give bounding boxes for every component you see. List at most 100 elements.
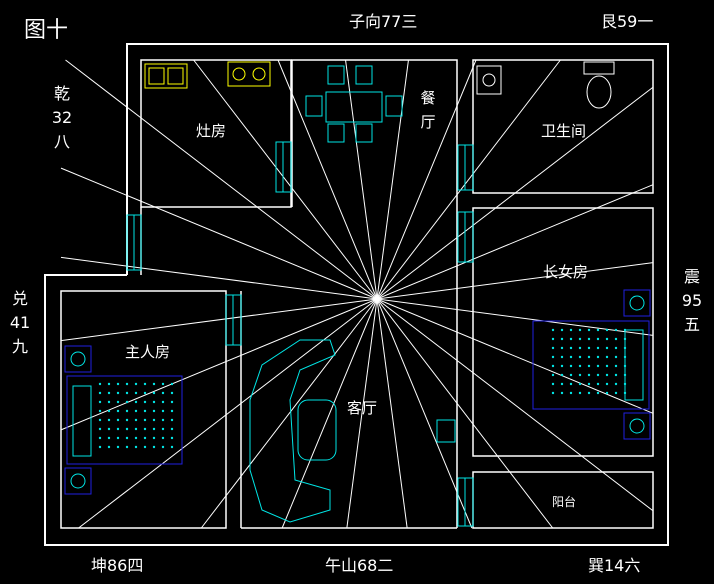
bed-dot — [578, 364, 582, 368]
bed-dot — [161, 400, 165, 404]
bed-dot — [152, 382, 156, 386]
bed-dot — [605, 328, 609, 332]
sunburst-ray — [78, 298, 378, 529]
kitchen-fixtures — [144, 61, 271, 89]
bed-dot — [125, 427, 129, 431]
bed-dot — [551, 373, 555, 377]
degree: 95 — [681, 291, 703, 310]
master-room — [60, 290, 227, 529]
dining-char: 餐 — [420, 89, 436, 107]
bed-dot — [116, 427, 120, 431]
bed-dot — [587, 373, 591, 377]
bed-dot — [605, 355, 609, 359]
sunburst-ray — [60, 167, 378, 300]
bed-dot — [143, 427, 147, 431]
bed-dot — [551, 337, 555, 341]
number: 九 — [11, 337, 28, 356]
bed-dot — [614, 391, 618, 395]
sunburst-ray — [376, 298, 654, 512]
bed-dot — [587, 355, 591, 359]
bed-dot — [161, 409, 165, 413]
bed-dot — [143, 418, 147, 422]
bed-dot — [623, 346, 627, 350]
bed-dot — [143, 391, 147, 395]
bed-dot — [134, 391, 138, 395]
bed-dot — [560, 355, 564, 359]
bed-dot — [596, 373, 600, 377]
bed-dot — [143, 409, 147, 413]
bed-dot — [623, 382, 627, 386]
bed-dot — [569, 391, 573, 395]
bed-dot — [170, 418, 174, 422]
bed-dot — [116, 436, 120, 440]
bed-dot — [161, 382, 165, 386]
dining-char: 厅 — [420, 113, 436, 131]
bed-dot — [107, 409, 111, 413]
bed-dot — [125, 436, 129, 440]
bed-dot — [170, 409, 174, 413]
bed-dot — [134, 400, 138, 404]
sunburst-ray — [376, 262, 654, 300]
sunburst-ray — [65, 59, 378, 300]
bed-dot — [125, 382, 129, 386]
bed-dot — [161, 418, 165, 422]
beds — [66, 320, 650, 465]
bed-dot — [98, 427, 102, 431]
bed-dot — [161, 445, 165, 449]
sunburst-ray — [60, 256, 378, 300]
sunburst-ray — [60, 298, 378, 342]
bed-dot — [152, 400, 156, 404]
bed-dot — [623, 391, 627, 395]
sunburst-ray — [376, 298, 554, 529]
nightstands — [64, 289, 651, 495]
bed-dot — [551, 364, 555, 368]
figure-title: 图十 — [24, 18, 69, 43]
bathroom-room — [472, 59, 654, 194]
bed-dot — [116, 400, 120, 404]
bed-dot — [560, 373, 564, 377]
sunburst-ray — [376, 59, 561, 300]
bed-dot — [623, 328, 627, 332]
bed-dot — [551, 382, 555, 386]
bed-dot — [116, 391, 120, 395]
bed-dot — [161, 427, 165, 431]
bed-dot — [107, 427, 111, 431]
bed-dot — [614, 364, 618, 368]
bed-dot — [587, 364, 591, 368]
bed-dot — [578, 391, 582, 395]
bed-dot — [98, 409, 102, 413]
room-label-living: 客厅 — [347, 399, 378, 417]
bed-dot — [98, 445, 102, 449]
bed-dot — [116, 418, 120, 422]
sunburst-ray — [376, 298, 408, 529]
sunburst-ray — [60, 298, 378, 431]
bed-pattern — [98, 328, 627, 449]
sunburst-rays — [60, 59, 654, 529]
bed-dot — [170, 391, 174, 395]
bed-dot — [170, 436, 174, 440]
bed-dot — [623, 337, 627, 341]
bed-dot — [134, 436, 138, 440]
bed-dot — [569, 346, 573, 350]
room-label-kitchen: 灶房 — [196, 122, 227, 140]
lamps — [70, 295, 645, 489]
sunburst-ray — [346, 298, 378, 529]
bed-dot — [551, 355, 555, 359]
bed-dot — [596, 391, 600, 395]
bed-dot — [596, 337, 600, 341]
direction-bottom-left: 坤86四 — [91, 556, 144, 575]
bed-dot — [614, 382, 618, 386]
bed-dot — [605, 346, 609, 350]
bed-dot — [152, 418, 156, 422]
sunburst-ray — [376, 298, 473, 529]
bed-dot — [170, 427, 174, 431]
trigram: 乾 — [53, 84, 70, 103]
bed-dot — [98, 436, 102, 440]
sofa — [249, 339, 337, 523]
bed-dot — [107, 436, 111, 440]
bed-dot — [560, 328, 564, 332]
sunburst-ray — [376, 298, 654, 414]
bed-dot — [170, 382, 174, 386]
